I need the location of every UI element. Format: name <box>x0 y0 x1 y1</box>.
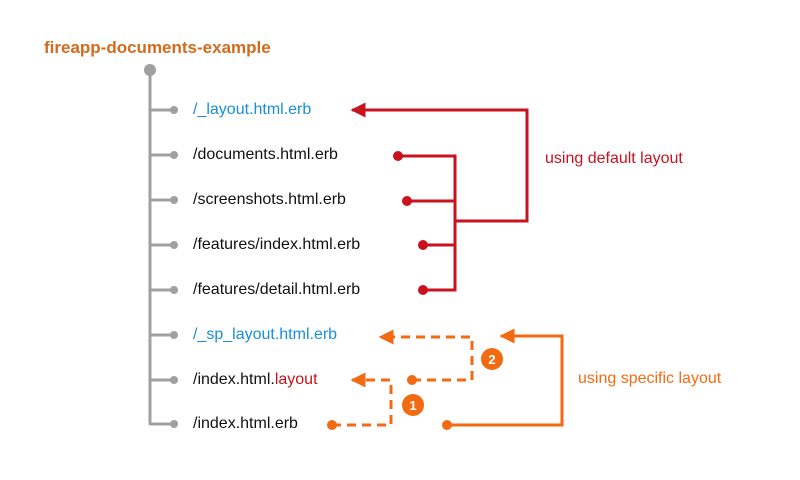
tree-branch-node <box>170 151 178 159</box>
file-index-erb: /index.html.erb <box>193 415 298 432</box>
connector-dot <box>393 151 403 161</box>
tree-branch-node <box>170 331 178 339</box>
default-layout-arrow-line <box>350 102 529 223</box>
connector-dot <box>327 420 337 430</box>
default-layout-annotation: using default layout <box>545 150 683 167</box>
specific-layout-annotation: using specific layout <box>578 370 722 387</box>
badge-circle <box>481 348 503 370</box>
connector-dot <box>442 420 452 430</box>
tree-root-node <box>144 64 156 76</box>
file-screenshots: /screenshots.html.erb <box>193 191 346 208</box>
specific-layout-connector <box>447 328 564 427</box>
file-index-layout-suffix: layout <box>274 371 318 388</box>
dashed-layout-paths <box>332 329 474 427</box>
badge-number: 1 <box>409 398 416 413</box>
default-layout-bracket <box>398 154 457 292</box>
file-index-layout-base: /index.html. <box>193 371 275 388</box>
file-features-detail: /features/detail.html.erb <box>193 281 361 298</box>
tree-branch-node <box>170 286 178 294</box>
file-layout: /_layout.html.erb <box>193 101 312 118</box>
tree-branch-node <box>170 376 178 384</box>
tree-branches <box>150 106 178 428</box>
specific-layout-dots <box>327 375 452 430</box>
badge-number: 2 <box>488 352 495 367</box>
badge-1: 1 <box>402 394 424 416</box>
tree-branch-node <box>170 106 178 114</box>
default-layout-connector <box>350 102 529 292</box>
default-layout-dots <box>393 151 428 295</box>
file-index-layout: /index.html.layout <box>193 370 318 390</box>
badge-2: 2 <box>481 348 503 370</box>
file-features-index: /features/index.html.erb <box>193 236 361 253</box>
root-folder-name: fireapp-documents-example <box>44 38 271 57</box>
connector-dot <box>418 285 428 295</box>
tree-branch-node <box>170 196 178 204</box>
specific-layout-arrow-line <box>447 328 564 427</box>
tree-branch-node <box>170 241 178 249</box>
file-documents: /documents.html.erb <box>193 146 338 163</box>
dashed-path-1 <box>332 372 393 427</box>
badge-circle <box>402 394 424 416</box>
connector-dot <box>402 196 412 206</box>
connector-dot <box>407 375 417 385</box>
connector-dot <box>418 240 428 250</box>
tree-branch-node <box>170 420 178 428</box>
file-sp-layout: /_sp_layout.html.erb <box>193 326 338 343</box>
dashed-path-2 <box>378 329 474 382</box>
